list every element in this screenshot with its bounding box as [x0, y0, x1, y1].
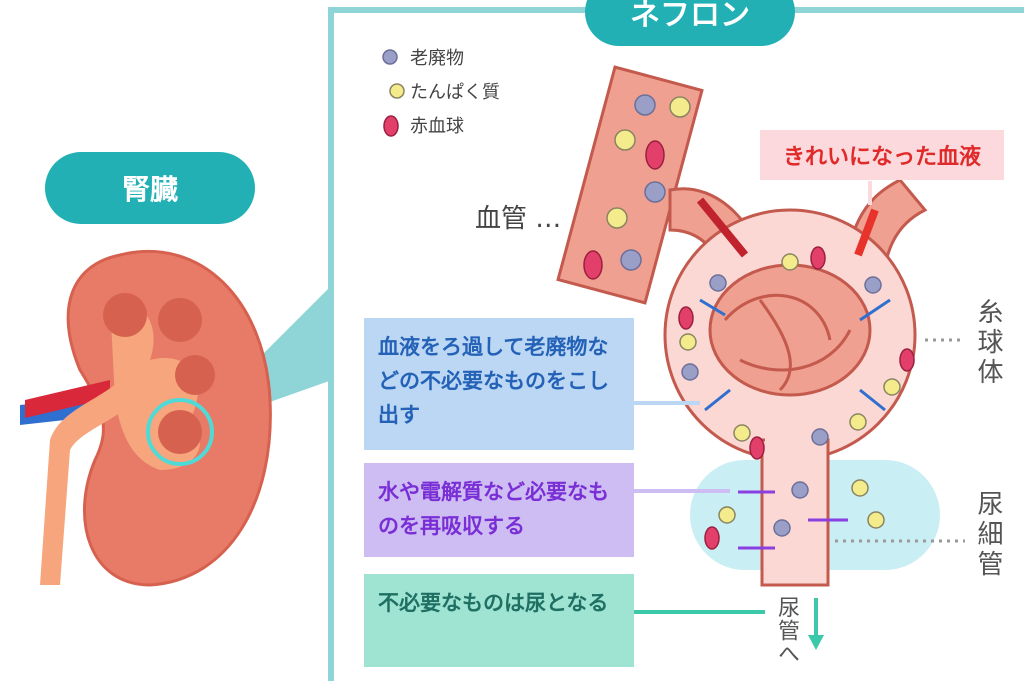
kidney-illustration	[20, 249, 272, 587]
down-arrow-icon	[808, 635, 824, 650]
legend-label: たんぱく質	[410, 82, 500, 103]
legend-label: 赤血球	[410, 116, 464, 137]
reabsorption-box: 水や電解質など必要なものを再吸収する	[364, 463, 634, 557]
filtration-box: 血液をろ過して老廃物などの不必要なものをこし出す	[364, 318, 634, 450]
nephron-title: ネフロン	[585, 0, 795, 46]
legend-label: 老廃物	[410, 48, 464, 69]
legend-item-protein: たんぱく質	[410, 74, 500, 108]
legend-item-waste: 老廃物	[410, 40, 500, 74]
tubule	[760, 438, 830, 587]
vessel-label: 血管 …	[475, 204, 562, 234]
highlight-circle	[146, 398, 214, 466]
kidney-title: 腎臓	[45, 152, 255, 224]
legend-item-rbc: 赤血球	[410, 108, 500, 142]
ureter-label: 尿管へ	[774, 596, 799, 665]
legend: 老廃物 たんぱく質 赤血球	[410, 40, 500, 142]
glomerulus-label: 糸球体	[973, 298, 1003, 388]
urine-box: 不必要なものは尿となる	[364, 574, 634, 667]
clean-blood-label: きれいになった血液	[760, 130, 1004, 180]
tubule-label: 尿細管	[973, 490, 1003, 580]
